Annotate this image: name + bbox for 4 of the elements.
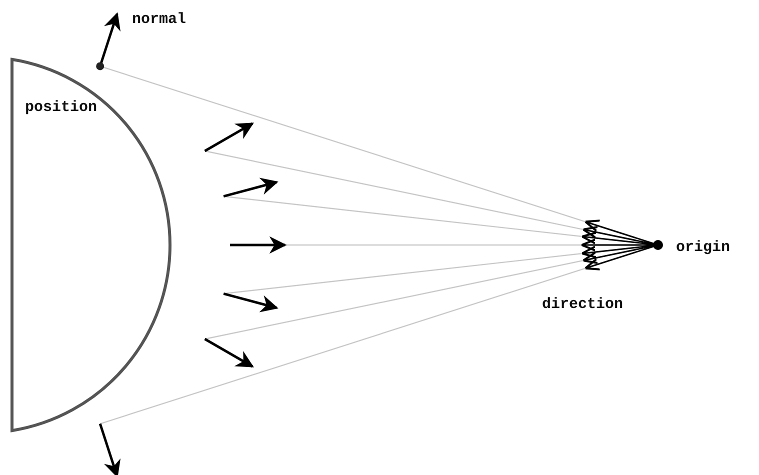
direction-label: direction bbox=[542, 297, 624, 312]
position-label: position bbox=[25, 100, 98, 115]
normal-label: normal bbox=[132, 12, 186, 27]
origin-label: origin bbox=[676, 240, 730, 255]
